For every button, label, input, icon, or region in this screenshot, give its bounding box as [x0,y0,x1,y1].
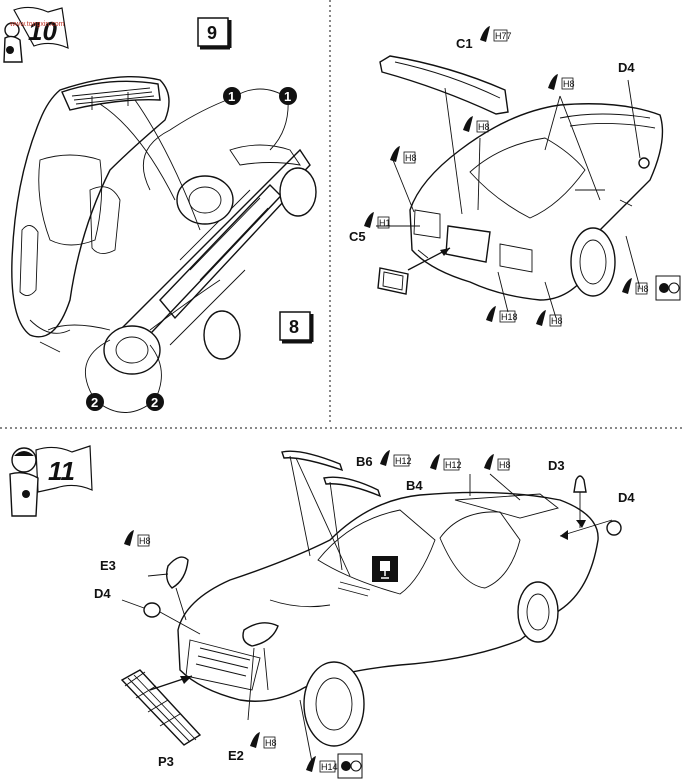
callout-2-left: 2 [86,393,104,411]
license-plate-part-c5 [377,267,409,295]
svg-text:2: 2 [91,395,98,410]
svg-text:H8: H8 [405,153,417,163]
callout-1-left: 1 [223,87,241,105]
mirror-part-e2 [242,622,279,647]
grille-mesh-part-p3 [120,669,202,746]
step-ref-box-8: 8 [279,311,314,344]
part-label-d4-rear: D4 [618,60,635,75]
racer-mascot-icon [9,447,39,517]
callout-2-right: 2 [146,393,164,411]
lens-part-d4-right [606,520,622,536]
step-10-number: 10 [28,16,57,46]
paint-code-h12-b: H12 [430,454,462,471]
part-label-b6: B6 [356,454,373,469]
svg-text:H18: H18 [501,312,518,322]
front-car-drawing [177,491,599,747]
step-11-number: 11 [48,456,75,486]
svg-text:H77: H77 [495,31,512,41]
svg-text:H8: H8 [499,460,511,470]
part-label-e2: E2 [228,748,244,763]
svg-text:1: 1 [228,89,235,104]
svg-text:H14: H14 [321,762,338,772]
car-body-shell-drawing [11,75,170,353]
part-label-b4: B4 [406,478,423,493]
antenna-part-d3 [573,475,587,493]
wiper-part-b4 [323,476,382,498]
paint-code-h8-a: H8 [548,74,575,90]
mechanic-mascot-icon [3,22,23,63]
site-watermark: www.tongxin.com [9,21,65,28]
step-11-badge: 11 [9,445,93,517]
part-label-c1: C1 [456,36,473,51]
part-label-d4-front: D4 [618,490,635,505]
svg-text:H8: H8 [563,79,575,89]
ref-box-9-label: 9 [207,23,217,43]
paint-code-h12-a: H12 [380,450,412,467]
part-label-p3: P3 [158,754,174,769]
chassis-drawing [103,144,317,375]
glue-warning-icon [372,556,398,582]
ref-box-8-label: 8 [289,317,299,337]
paint-code-h18: H18 [486,306,518,323]
svg-text:H8: H8 [478,122,490,132]
watermark-url: www.tongxin.com [9,21,65,28]
paint-code-h8-e: H8 [622,275,681,301]
paint-code-h8-h: H8 [250,732,277,749]
paint-code-h8-f: H8 [484,454,511,471]
rear-spoiler-part-c1 [379,55,509,115]
wiper-part-b6 [281,450,344,472]
svg-text:H8: H8 [637,284,649,294]
paint-code-h1: H1 [364,212,391,229]
svg-text:1: 1 [284,89,291,104]
rear-car-drawing [409,103,664,301]
svg-text:H8: H8 [551,316,563,326]
svg-text:H8: H8 [265,738,277,748]
svg-text:H12: H12 [395,456,412,466]
paint-code-h8-c: H8 [390,146,417,164]
part-label-d4-left: D4 [94,586,111,601]
mirror-part-e3 [165,556,189,589]
callout-1-right: 1 [279,87,297,105]
svg-text:H12: H12 [445,460,462,470]
paint-code-h8-b: H8 [463,116,490,133]
step-10-badge: 10 [3,6,69,63]
part-label-d3: D3 [548,458,565,473]
paint-code-h8-d: H8 [536,310,563,327]
paint-code-h14: H14 [306,753,363,779]
svg-text:H8: H8 [139,536,151,546]
svg-text:H1: H1 [379,218,391,228]
part-label-c5: C5 [349,229,366,244]
part-label-e3: E3 [100,558,116,573]
lens-part-d4-left [143,602,161,618]
paint-code-h8-g: H8 [124,530,151,547]
svg-text:2: 2 [151,395,158,410]
paint-code-h77: H77 [480,26,512,42]
step-ref-box-9: 9 [197,17,232,50]
